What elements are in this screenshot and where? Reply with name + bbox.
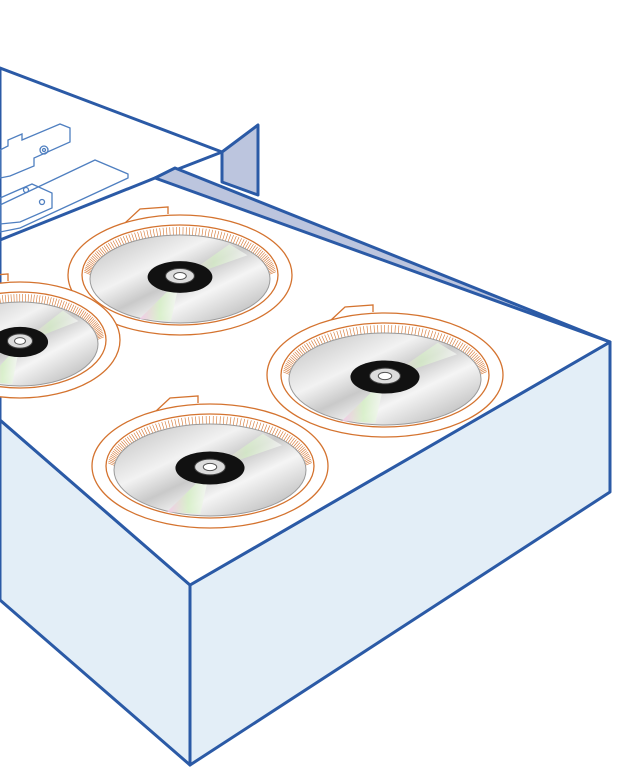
tray-outline xyxy=(124,206,169,224)
cd-disc-icon xyxy=(113,423,307,517)
lid-side-face xyxy=(220,123,260,197)
cd-disc-icon xyxy=(89,234,271,324)
circuit-card-icon xyxy=(0,123,129,233)
cd-disc-icon xyxy=(0,301,99,387)
cd-disc-icon xyxy=(288,332,482,426)
disc-tray xyxy=(0,273,121,399)
disc-tray xyxy=(91,395,329,529)
disc-tray-group xyxy=(0,206,504,529)
tray-grip-ribs xyxy=(84,226,276,275)
disc-tray xyxy=(67,206,293,336)
box-lid xyxy=(0,66,260,247)
tray-outline xyxy=(154,395,199,413)
disc-tray xyxy=(266,304,504,438)
tray-outline xyxy=(0,273,9,281)
tray-outline xyxy=(329,304,374,322)
tray-grip-ribs xyxy=(283,324,487,375)
